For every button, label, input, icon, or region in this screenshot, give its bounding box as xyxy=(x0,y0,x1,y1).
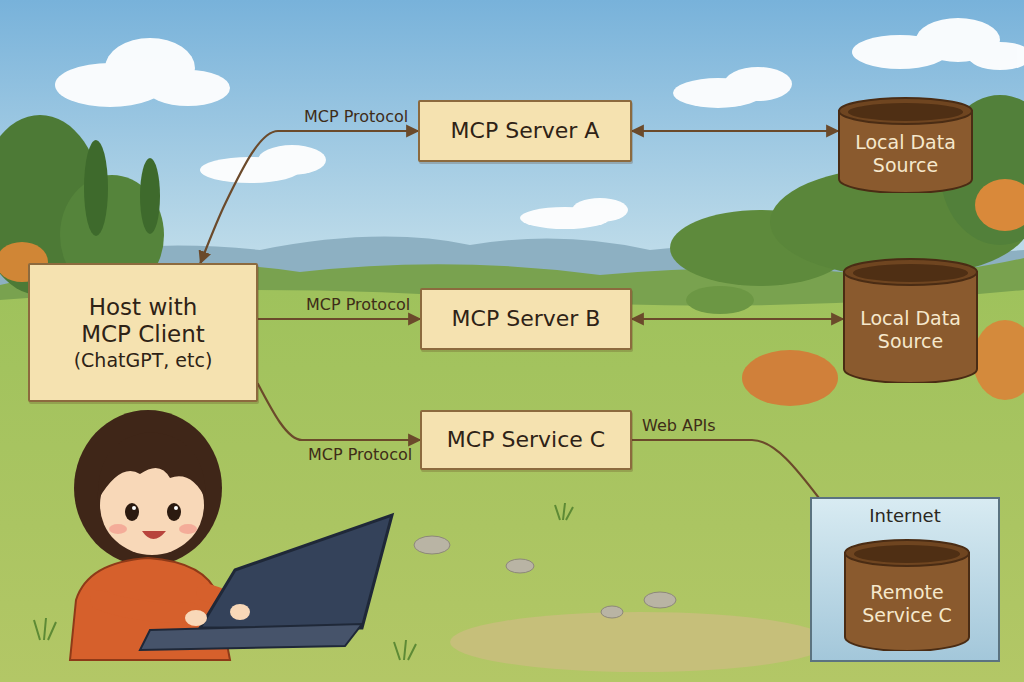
cloud xyxy=(258,145,326,175)
internet-panel: InternetRemote Service C xyxy=(810,497,1000,662)
eye-highlight xyxy=(132,506,136,510)
hair xyxy=(74,410,222,566)
hand xyxy=(230,604,250,620)
grass-tuft xyxy=(394,640,416,660)
connector-label: MCP Protocol xyxy=(308,445,412,464)
data-cylinder: Local Data Source xyxy=(838,97,973,193)
rock xyxy=(601,606,623,618)
rock xyxy=(414,536,450,554)
server-name: MCP Server B xyxy=(452,306,601,332)
trail xyxy=(450,612,830,672)
grass-tuft xyxy=(555,503,573,520)
data-source-name: Local Data Source xyxy=(853,307,968,353)
eye xyxy=(125,503,139,521)
panel-title: Internet xyxy=(869,505,940,527)
cloud xyxy=(968,42,1024,70)
mouth xyxy=(142,531,166,539)
cylinder-rim xyxy=(853,264,968,282)
server-box: MCP Server A xyxy=(418,100,632,162)
cylinder-top xyxy=(839,98,972,124)
cylinder-top xyxy=(844,259,977,285)
autumn-bush xyxy=(973,320,1024,400)
protocol-connector xyxy=(632,318,843,320)
data-source-name: Local Data Source xyxy=(848,131,963,177)
cylinder-top xyxy=(845,540,969,566)
host-box: Host with MCP Client(ChatGPT, etc) xyxy=(28,263,258,402)
cylinder-body xyxy=(845,553,969,651)
host-title: Host with MCP Client xyxy=(68,294,218,349)
rocks xyxy=(414,536,676,618)
data-cylinder: Local Data Source xyxy=(843,258,978,383)
cypress xyxy=(140,158,160,234)
connector-label: MCP Protocol xyxy=(304,107,408,126)
server-name: MCP Server A xyxy=(451,118,600,144)
protocol-connector xyxy=(258,384,420,440)
connector-label: Web APIs xyxy=(642,416,716,435)
protocol-connector xyxy=(632,130,838,132)
protocol-connector xyxy=(258,318,420,320)
server-box: MCP Server B xyxy=(420,288,632,350)
service-box: MCP Service C xyxy=(420,410,632,470)
host-examples: (ChatGPT, etc) xyxy=(74,349,213,372)
eye xyxy=(167,503,181,521)
cypress xyxy=(84,140,108,236)
remote-cylinder: Remote Service C xyxy=(844,539,970,651)
connector-label: MCP Protocol xyxy=(306,295,410,314)
laptop-lid xyxy=(200,515,392,628)
blush xyxy=(109,524,127,534)
bangs xyxy=(98,432,206,500)
laptop-base xyxy=(140,624,362,650)
cylinder-rim xyxy=(854,545,960,563)
cloud xyxy=(572,198,628,222)
arm xyxy=(100,600,190,613)
autumn-bush xyxy=(975,179,1024,231)
cylinder-rim xyxy=(848,103,963,121)
blush xyxy=(179,524,197,534)
eye-highlight xyxy=(174,506,178,510)
rock xyxy=(644,592,676,608)
cylinder-body xyxy=(844,272,977,383)
laptop xyxy=(140,515,392,650)
rock xyxy=(506,559,534,573)
grass-tufts xyxy=(34,503,573,660)
cloud xyxy=(724,67,792,101)
connectors xyxy=(201,131,855,546)
hand xyxy=(185,610,207,626)
grass-tuft xyxy=(34,618,56,640)
right-forest xyxy=(670,95,1024,286)
service-name: MCP Service C xyxy=(447,427,605,453)
cloud xyxy=(146,70,230,106)
remote-service-name: Remote Service C xyxy=(854,581,960,627)
autumn-bush xyxy=(742,350,838,406)
protocol-connector xyxy=(201,131,419,263)
bush xyxy=(686,286,754,314)
